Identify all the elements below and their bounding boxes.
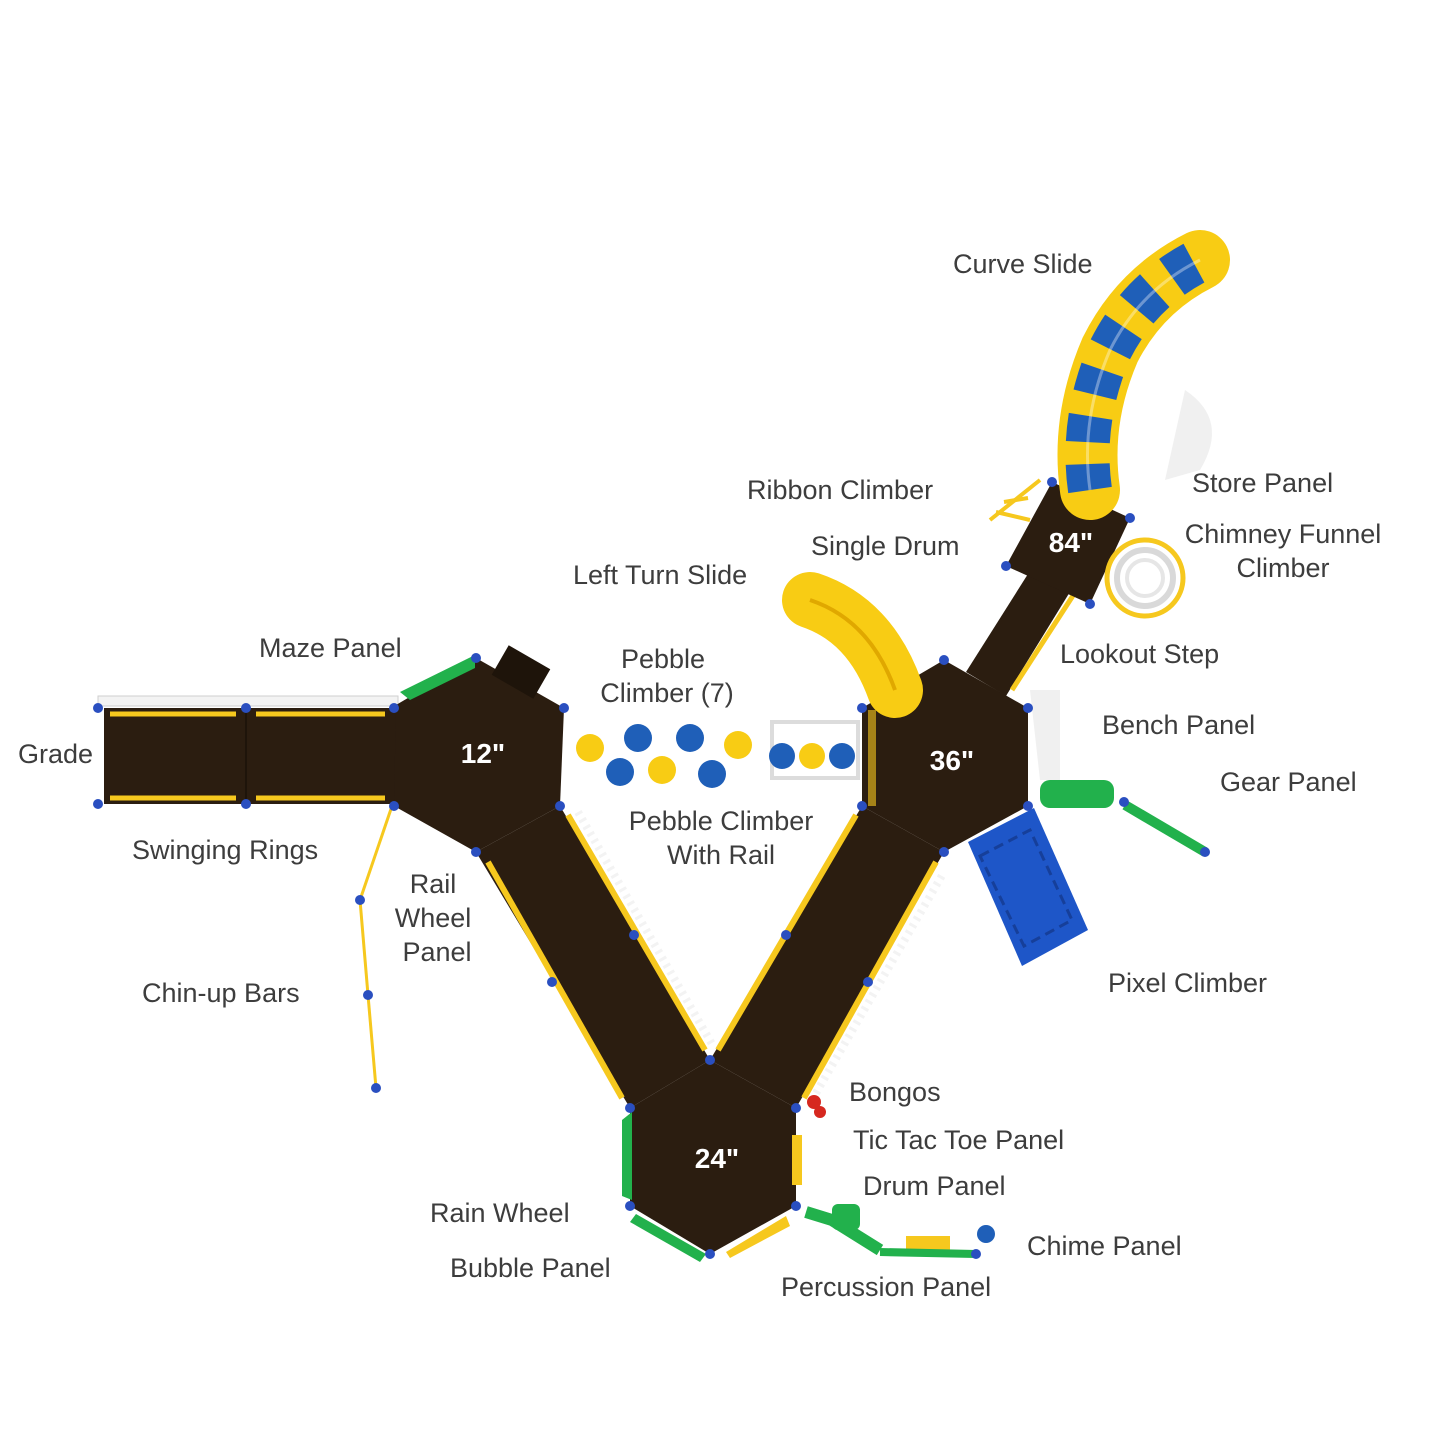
- deck-24-platform: [622, 1060, 802, 1262]
- deck-12-platform: [394, 645, 564, 852]
- deck-12-label: 12": [460, 738, 506, 769]
- pixel-climber: [968, 808, 1088, 966]
- store-panel-label: Store Panel: [1192, 468, 1334, 498]
- percussion-panel-label: Percussion Panel: [781, 1272, 992, 1302]
- grade-walkway: [97, 695, 399, 804]
- swinging-rings-label: Swinging Rings: [132, 835, 319, 865]
- support-posts: [93, 477, 1210, 1259]
- gear-panel-label: Gear Panel: [1220, 767, 1357, 797]
- gear-panel-assembly: [1040, 780, 1208, 857]
- rail-wheel-panel-label-1: Rail: [409, 869, 457, 899]
- grade-label: Grade: [18, 739, 94, 769]
- pebble-climber-rail-label-2: With Rail: [666, 840, 775, 870]
- lookout-step-label: Lookout Step: [1060, 639, 1220, 669]
- rail-wheel-panel-label-2: Wheel: [394, 903, 472, 933]
- bench-panel-label: Bench Panel: [1102, 710, 1256, 740]
- curve-slide: [1057, 230, 1230, 520]
- chin-up-bars: [358, 805, 394, 1089]
- chimney-funnel-climber-label-2: Climber: [1236, 553, 1330, 583]
- tic-tac-toe-panel-label: Tic Tac Toe Panel: [853, 1125, 1065, 1155]
- ground-shadows: [1030, 390, 1212, 780]
- chimney-funnel-climber-label-1: Chimney Funnel: [1184, 519, 1382, 549]
- maze-panel-label: Maze Panel: [259, 633, 402, 663]
- pebble-climber-label-1: Pebble: [620, 644, 706, 674]
- ribbon-climber: [988, 478, 1042, 522]
- rain-wheel-label: Rain Wheel: [430, 1198, 570, 1228]
- curve-slide-label: Curve Slide: [953, 249, 1093, 279]
- chime-panel-label: Chime Panel: [1027, 1231, 1182, 1261]
- left-turn-slide-label: Left Turn Slide: [573, 560, 748, 590]
- left-turn-slide: [782, 572, 923, 718]
- single-drum-label: Single Drum: [811, 531, 960, 561]
- percussion-panel-assembly: [804, 1095, 995, 1258]
- chimney-funnel-climber: [1104, 537, 1186, 619]
- pebble-climber-label-2: Climber (7): [600, 678, 734, 708]
- rail-wheel-panel-label-3: Panel: [402, 937, 472, 967]
- pixel-climber-label: Pixel Climber: [1108, 968, 1268, 998]
- bubble-panel-label: Bubble Panel: [450, 1253, 611, 1283]
- ribbon-climber-label: Ribbon Climber: [747, 475, 934, 505]
- chin-up-bars-label: Chin-up Bars: [142, 978, 300, 1008]
- pebble-climber-7: [576, 724, 752, 788]
- deck-24-label: 24": [694, 1143, 740, 1174]
- deck-84-label: 84": [1048, 527, 1094, 558]
- pebble-climber-with-rail: [769, 720, 860, 780]
- pebble-climber-rail-label-1: Pebble Climber: [628, 806, 814, 836]
- drum-panel-label: Drum Panel: [863, 1171, 1006, 1201]
- bongos-label: Bongos: [849, 1077, 941, 1107]
- deck-36-label: 36": [929, 745, 975, 776]
